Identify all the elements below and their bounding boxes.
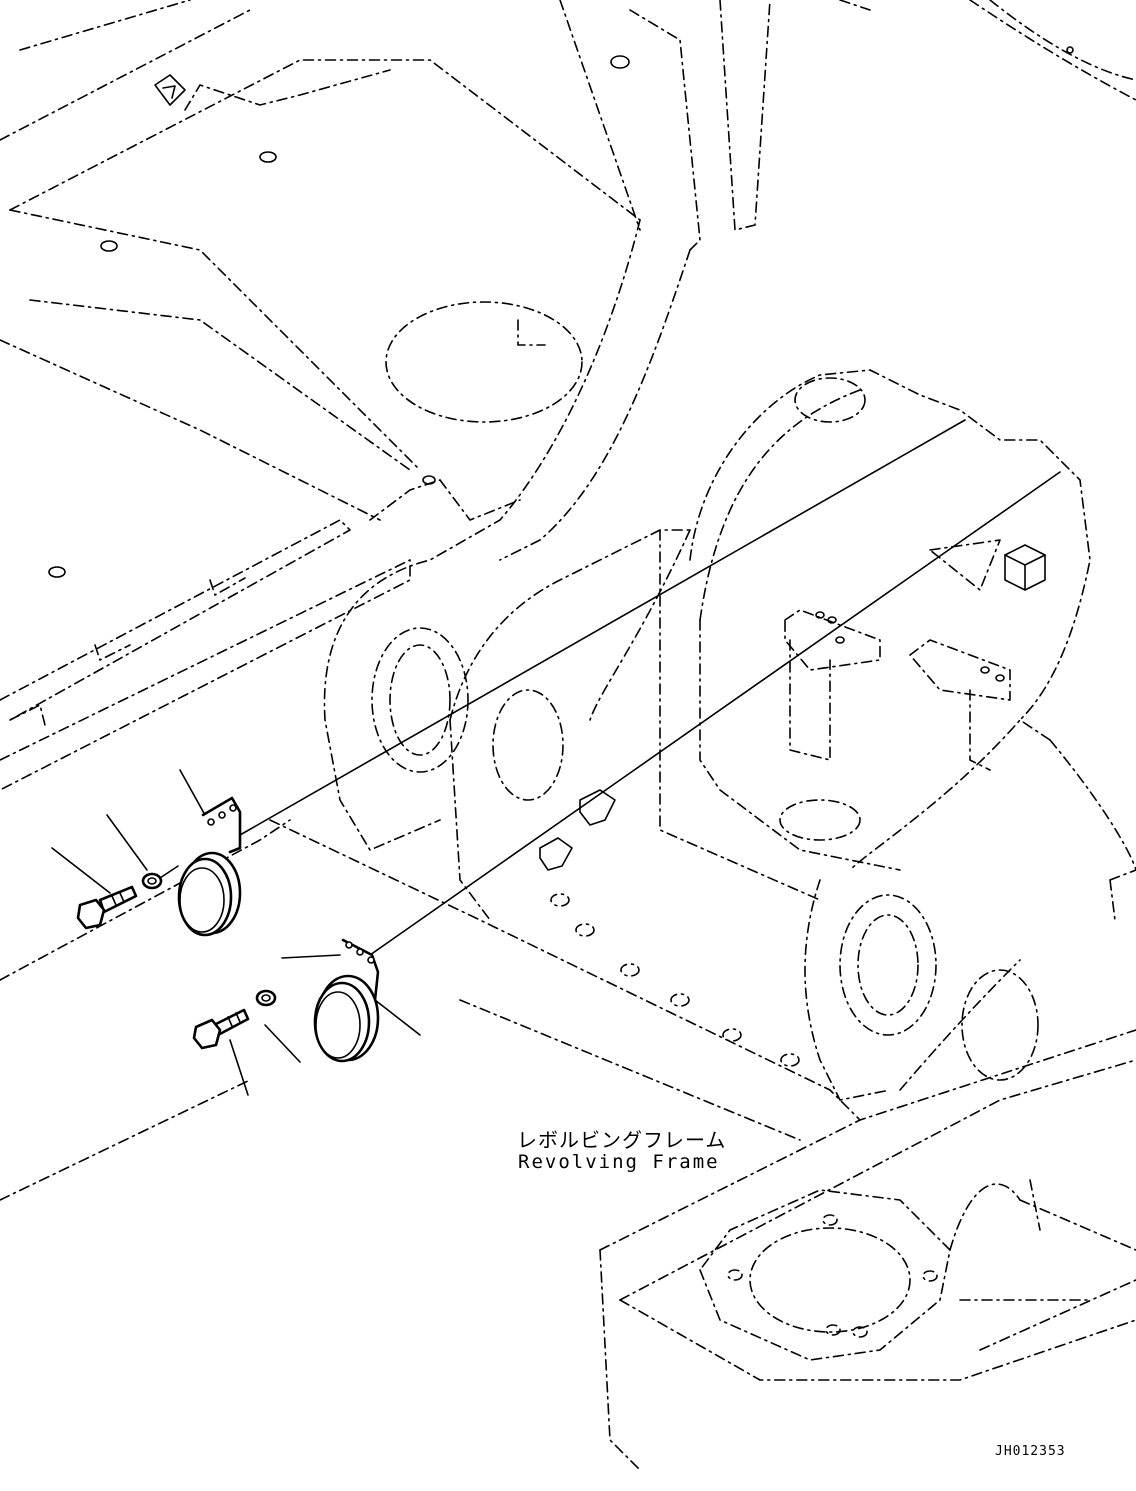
bolt-lower [192, 1008, 250, 1050]
horn-upper [177, 796, 242, 937]
frame-opening [385, 301, 583, 423]
drawing-number: JH012353 [995, 1444, 1066, 1459]
frame-label-english: Revolving Frame [518, 1151, 720, 1173]
deck-plate [0, 0, 871, 578]
frame-label-japanese: レボルビングフレーム [517, 1128, 727, 1152]
side-rail [0, 479, 441, 791]
upper-rim [969, 0, 1136, 101]
revolving-frame [0, 219, 1136, 1201]
washer-upper [141, 872, 163, 890]
lower-frame [599, 1029, 1136, 1471]
bolt-upper [76, 885, 138, 930]
horn-lower [313, 938, 380, 1063]
washer-lower [255, 989, 277, 1007]
assembly-lines [51, 419, 1061, 1096]
